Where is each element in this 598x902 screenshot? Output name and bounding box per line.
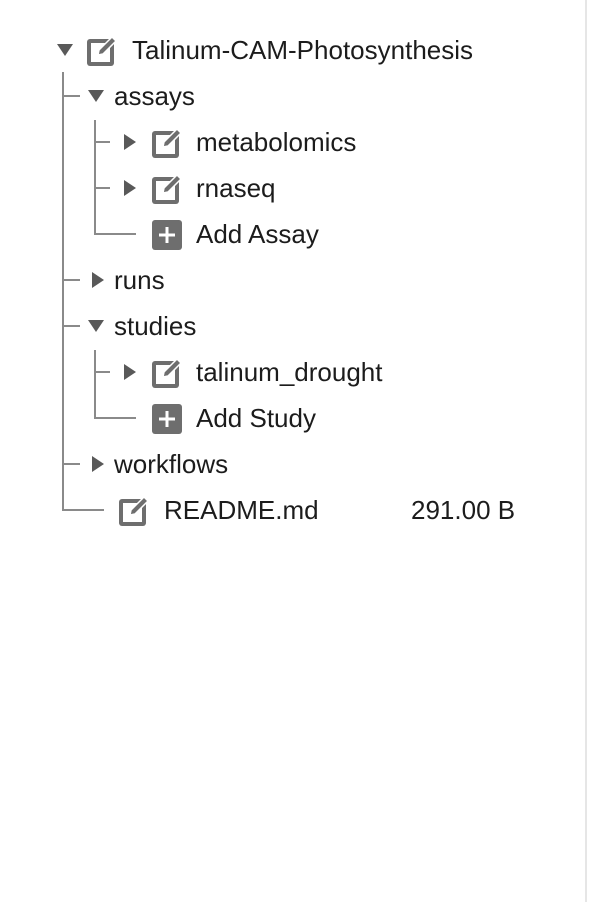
add-assay-label[interactable]: Add Assay [196, 219, 319, 249]
plus-icon[interactable] [151, 219, 183, 251]
folder-label[interactable]: runs [114, 265, 165, 295]
plus-icon[interactable] [151, 403, 183, 435]
tree-node-talinum-drought[interactable]: talinum_drought [0, 355, 560, 389]
add-study-button[interactable]: Add Study [0, 401, 560, 435]
panel-divider [585, 0, 587, 902]
add-assay-button[interactable]: Add Assay [0, 217, 560, 251]
edit-icon[interactable] [151, 355, 185, 389]
chevron-down-icon[interactable] [86, 86, 106, 106]
folder-label[interactable]: studies [114, 311, 197, 341]
chevron-right-icon[interactable] [120, 132, 140, 152]
tree-node-metabolomics[interactable]: metabolomics [0, 125, 560, 159]
folder-label[interactable]: workflows [114, 449, 229, 479]
edit-icon[interactable] [151, 125, 185, 159]
study-label[interactable]: talinum_drought [196, 357, 383, 387]
file-label[interactable]: README.md [164, 495, 319, 525]
tree-node-readme[interactable]: README.md 291.00 B [0, 493, 560, 527]
tree-node-workflows[interactable]: workflows [0, 447, 560, 481]
tree-node-runs[interactable]: runs [0, 263, 560, 297]
folder-label[interactable]: assays [114, 81, 195, 111]
edit-icon[interactable] [151, 171, 185, 205]
tree-node-root[interactable]: Talinum-CAM-Photosynthesis [0, 33, 560, 67]
chevron-down-icon[interactable] [55, 40, 75, 60]
assay-label[interactable]: rnaseq [196, 173, 276, 203]
edit-icon[interactable] [118, 493, 152, 527]
tree-node-assays[interactable]: assays [0, 79, 560, 113]
tree-node-studies[interactable]: studies [0, 309, 560, 343]
chevron-right-icon[interactable] [120, 178, 140, 198]
edit-icon[interactable] [86, 33, 120, 67]
chevron-down-icon[interactable] [86, 316, 106, 336]
assay-label[interactable]: metabolomics [196, 127, 357, 157]
tree-node-rnaseq[interactable]: rnaseq [0, 171, 560, 205]
add-study-label[interactable]: Add Study [196, 403, 316, 433]
file-size: 291.00 B [411, 495, 516, 525]
chevron-right-icon[interactable] [88, 454, 108, 474]
chevron-right-icon[interactable] [88, 270, 108, 290]
project-name[interactable]: Talinum-CAM-Photosynthesis [132, 35, 474, 65]
chevron-right-icon[interactable] [120, 362, 140, 382]
